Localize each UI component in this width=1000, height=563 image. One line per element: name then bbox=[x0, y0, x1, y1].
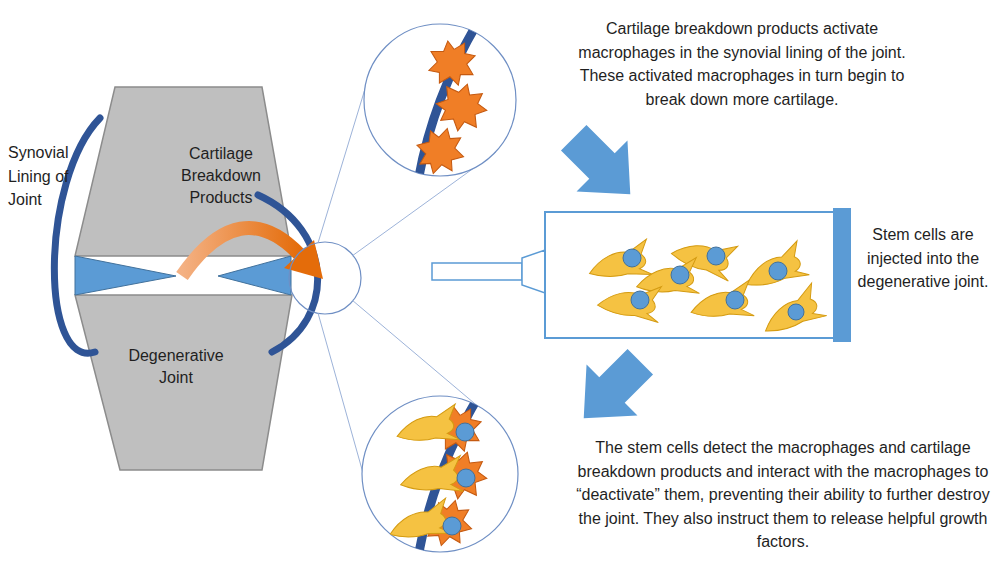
magnified-content bbox=[385, 394, 493, 558]
node-text: Cartilage Breakdown Products bbox=[175, 143, 267, 209]
text-label: Stem cells are injected into the degener… bbox=[853, 223, 993, 294]
text-label: Synovial Lining of Joint bbox=[8, 141, 88, 212]
cartilage-triangle bbox=[75, 256, 176, 295]
bone-polygon bbox=[75, 295, 292, 470]
cell-nucleus bbox=[443, 517, 461, 535]
cell-nucleus bbox=[631, 291, 649, 309]
stem-cell bbox=[399, 455, 464, 496]
stem-cells bbox=[585, 230, 826, 342]
cell-nucleus bbox=[671, 266, 689, 284]
stem-cell bbox=[585, 239, 652, 285]
cell-nucleus bbox=[788, 304, 804, 320]
cell-nucleus bbox=[707, 247, 725, 265]
block-arrow bbox=[548, 112, 655, 219]
zoom-circle bbox=[289, 242, 361, 314]
cell-nucleus bbox=[623, 249, 641, 267]
stem-cell bbox=[688, 280, 754, 324]
syringe-needle bbox=[432, 263, 522, 280]
cartilage-triangle bbox=[218, 256, 291, 295]
stem-cell bbox=[739, 241, 810, 296]
node-text: Degenerative Joint bbox=[113, 345, 239, 389]
cell-nucleus bbox=[726, 291, 744, 309]
magnified-circle bbox=[362, 396, 518, 552]
macrophage bbox=[429, 41, 475, 85]
macrophage bbox=[430, 76, 493, 138]
block-arrow bbox=[558, 336, 665, 443]
stem-cell bbox=[597, 281, 662, 322]
bone-shape: Degenerative Joint bbox=[75, 295, 292, 470]
syringe-barrel bbox=[545, 212, 835, 338]
cell-nucleus bbox=[457, 469, 475, 487]
stem-cell bbox=[755, 283, 826, 342]
cell-nucleus bbox=[769, 262, 787, 280]
macrophage bbox=[412, 124, 468, 179]
cell-nucleus bbox=[456, 423, 474, 441]
text-label: The stem cells detect the macrophages an… bbox=[566, 436, 1000, 554]
syringe-hub bbox=[522, 250, 545, 293]
stem-cell bbox=[394, 404, 460, 448]
text-label: Cartilage breakdown products activate ma… bbox=[571, 17, 913, 111]
stem-cell bbox=[385, 498, 453, 546]
syringe-plunger bbox=[833, 208, 851, 342]
magnified-content bbox=[412, 22, 493, 182]
curved-arrow bbox=[182, 228, 300, 276]
